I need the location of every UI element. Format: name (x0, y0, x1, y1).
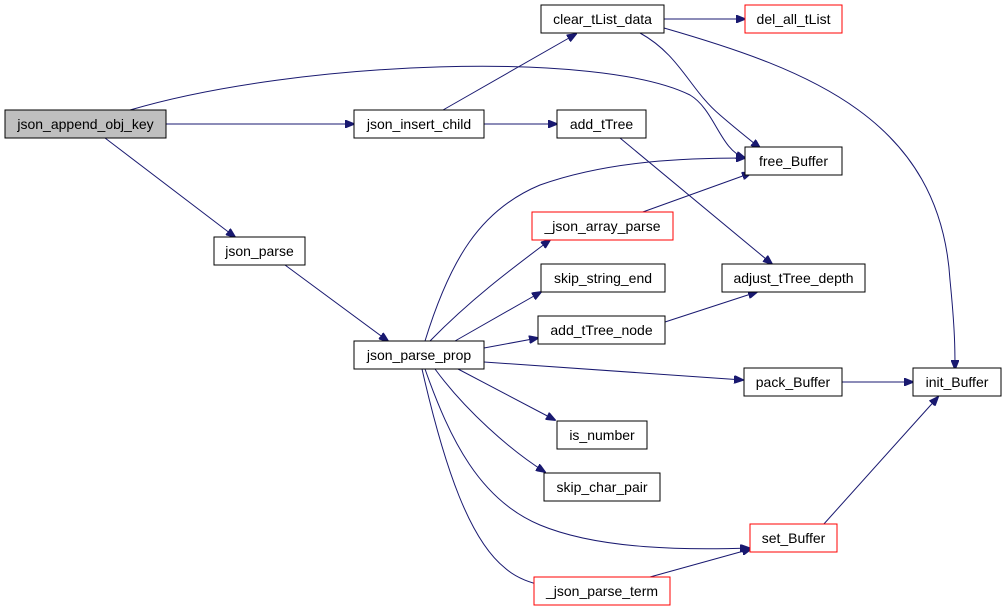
node-label: json_parse_prop (366, 347, 472, 363)
edge-json-parse-prop-to-skip-char-pair (434, 368, 545, 472)
node-add-ttree[interactable]: add_tTree (556, 109, 647, 139)
edge-clear-tlist-data-to-free-buffer (639, 32, 760, 148)
node-box (743, 367, 843, 397)
node-clear-tlist-data[interactable]: clear_tList_data (540, 4, 665, 34)
edge-add-ttree-to-adjust-ttree-depth (619, 137, 772, 264)
node-adjust-ttree-depth[interactable]: adjust_tTree_depth (721, 263, 866, 293)
node-box (912, 367, 1002, 397)
node-box (744, 146, 843, 176)
edge-json-insert-child-to-clear-tlist-data (442, 34, 576, 111)
node-box (540, 4, 665, 34)
node-del-all-tlist[interactable]: del_all_tList (744, 4, 843, 34)
node-box (543, 472, 661, 502)
edge-add-ttree-node-to-adjust-ttree-depth (664, 292, 757, 323)
node-add-ttree-node[interactable]: add_tTree_node (537, 315, 666, 345)
node-label: add_tTree (570, 116, 634, 132)
node-json-parse-term[interactable]: _json_parse_term (533, 576, 671, 606)
node-box (533, 576, 671, 606)
edge-json-parse-prop-to-free-buffer (424, 158, 745, 342)
node-label: add_tTree_node (550, 322, 652, 338)
edge-json-array-parse-to-free-buffer (639, 173, 751, 214)
node-label: del_all_tList (757, 11, 831, 27)
node-json-parse[interactable]: json_parse (213, 236, 306, 266)
node-label: set_Buffer (762, 530, 826, 546)
node-label: skip_char_pair (556, 479, 647, 495)
edge-json-append-obj-key-to-free-buffer (129, 65, 745, 158)
edge-json-parse-prop-to-set-buffer (424, 368, 749, 549)
edge-json-parse-prop-to-add-ttree-node (483, 338, 538, 349)
node-box (4, 109, 167, 139)
node-label: _json_array_parse (544, 218, 661, 234)
node-json-insert-child[interactable]: json_insert_child (353, 109, 485, 139)
node-box (749, 523, 838, 553)
node-box (556, 109, 647, 139)
node-box (213, 236, 306, 266)
node-layer: json_append_obj_key json_insert_child cl… (4, 4, 1002, 606)
node-set-buffer[interactable]: set_Buffer (749, 523, 838, 553)
node-label: free_Buffer (759, 153, 828, 169)
node-label: init_Buffer (926, 374, 989, 390)
node-label: clear_tList_data (553, 11, 652, 27)
node-skip-string-end[interactable]: skip_string_end (540, 263, 666, 293)
node-box (744, 4, 843, 34)
node-free-buffer[interactable]: free_Buffer (744, 146, 843, 176)
node-pack-buffer[interactable]: pack_Buffer (743, 367, 843, 397)
node-box (540, 263, 666, 293)
node-json-array-parse[interactable]: _json_array_parse (531, 211, 674, 241)
node-box (531, 211, 674, 241)
node-init-buffer[interactable]: init_Buffer (912, 367, 1002, 397)
node-label: skip_string_end (554, 270, 652, 286)
node-label: adjust_tTree_depth (733, 270, 853, 286)
edge-json-parse-prop-to-is-number (457, 368, 555, 420)
edge-layer (104, 19, 955, 586)
edge-set-buffer-to-init-buffer (822, 397, 938, 526)
node-label: json_insert_child (366, 116, 471, 132)
node-label: json_append_obj_key (16, 116, 153, 132)
node-label: _json_parse_term (545, 583, 658, 599)
node-box (721, 263, 866, 293)
node-box (556, 420, 648, 450)
node-label: json_parse (224, 243, 294, 259)
edge-json-append-obj-key-to-json-parse (104, 137, 235, 237)
node-json-append-obj-key[interactable]: json_append_obj_key (4, 109, 167, 139)
edge-clear-tlist-data-to-init-buffer (663, 27, 955, 369)
node-label: pack_Buffer (756, 374, 831, 390)
node-box (353, 109, 485, 139)
edge-json-parse-prop-to-skip-string-end (454, 292, 541, 342)
edge-json-parse-term-to-set-buffer (649, 549, 751, 578)
edge-json-parse-to-json-parse-prop (284, 264, 388, 341)
node-label: is_number (569, 427, 635, 443)
edge-json-parse-prop-to-json-parse-term (421, 368, 545, 586)
node-skip-char-pair[interactable]: skip_char_pair (543, 472, 661, 502)
node-json-parse-prop[interactable]: json_parse_prop (353, 340, 485, 370)
edge-json-parse-prop-to-pack-buffer (483, 361, 743, 380)
node-box (353, 340, 485, 370)
node-is-number[interactable]: is_number (556, 420, 648, 450)
edge-json-parse-prop-to-json-array-parse (429, 240, 550, 342)
node-box (537, 315, 666, 345)
